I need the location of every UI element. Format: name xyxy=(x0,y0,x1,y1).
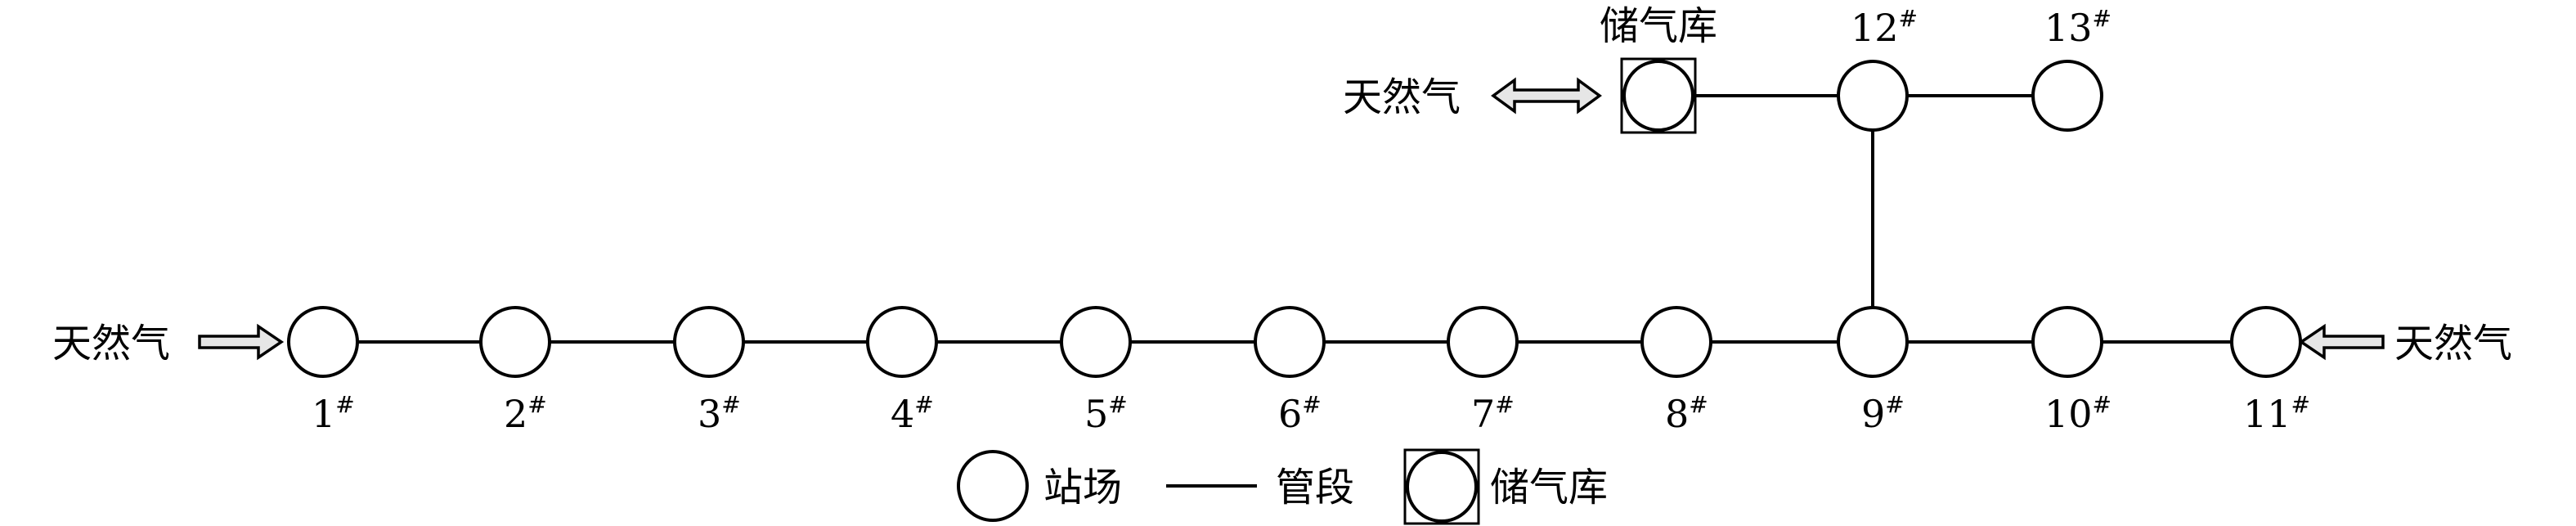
stations xyxy=(287,60,2302,378)
station-2 xyxy=(479,306,551,378)
pipe-network xyxy=(323,94,2266,344)
station-label-9: 9# xyxy=(1861,391,1905,436)
inlet-right-label: 天然气 xyxy=(2394,321,2512,366)
legend-storage-icon xyxy=(1406,451,1478,523)
double-arrow-icon xyxy=(1491,77,1602,115)
station-label-4: 4# xyxy=(891,391,934,436)
station-label-6: 6# xyxy=(1278,391,1322,436)
legend-station-label: 站场 xyxy=(1043,465,1122,510)
station-6 xyxy=(1254,306,1326,378)
station-label-1: 1# xyxy=(312,391,355,436)
station-label-8: 8# xyxy=(1665,391,1708,436)
station-4 xyxy=(866,306,938,378)
legend: 站场 管段 储气库 xyxy=(957,448,1608,525)
gas-inlet-left: 天然气 xyxy=(52,321,285,366)
station-13 xyxy=(2031,60,2103,132)
station-label-3: 3# xyxy=(698,391,741,436)
station-label-2: 2# xyxy=(504,391,547,436)
station-label-7: 7# xyxy=(1471,391,1515,436)
inlet-right-arrow-icon xyxy=(2298,323,2385,361)
station-10 xyxy=(2031,306,2103,378)
station-label-10: 10# xyxy=(2044,391,2112,436)
station-7 xyxy=(1447,306,1519,378)
legend-station-icon xyxy=(957,450,1029,522)
station-5 xyxy=(1060,306,1132,378)
storage-label: 储气库 xyxy=(1600,3,1717,49)
gas-storage-node xyxy=(1620,57,1697,134)
station-9 xyxy=(1837,306,1909,378)
inlet-left-label: 天然气 xyxy=(52,321,170,366)
gas-inlet-storage: 天然气 xyxy=(1343,74,1602,120)
storage-circle xyxy=(1622,60,1694,132)
station-3 xyxy=(673,306,745,378)
gas-inlet-right: 天然气 xyxy=(2298,321,2512,366)
station-11 xyxy=(2230,306,2302,378)
station-label-5: 5# xyxy=(1084,391,1128,436)
station-label-12: 12# xyxy=(1851,5,1918,50)
legend-storage-label: 储气库 xyxy=(1490,465,1608,510)
station-8 xyxy=(1640,306,1712,378)
legend-pipe-label: 管段 xyxy=(1276,465,1354,510)
station-1 xyxy=(287,306,359,378)
inlet-storage-label: 天然气 xyxy=(1343,74,1461,120)
station-12 xyxy=(1837,60,1909,132)
station-labels: 1# 2# 3# 4# 5# 6# 7# 8# 9# 10# 11# 12# 1… xyxy=(312,5,2310,436)
inlet-left-arrow-icon xyxy=(198,323,285,361)
station-label-11: 11# xyxy=(2243,391,2310,436)
station-label-13: 13# xyxy=(2044,5,2112,50)
